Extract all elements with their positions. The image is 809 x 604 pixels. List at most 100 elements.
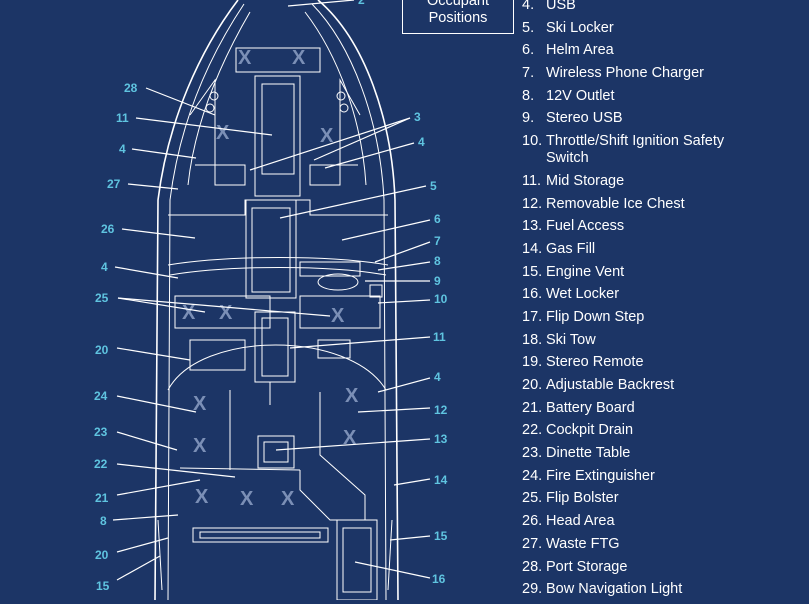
legend-number: 7. [522,65,535,82]
legend-number: 24. [522,467,543,484]
callout-label: 23 [94,425,108,439]
legend-item: 18.Ski Tow [522,332,756,349]
legend-item: 24.Fire Extinguisher [522,468,756,485]
legend-number: 28. [522,558,543,575]
legend-label: Fire Extinguisher [546,467,655,484]
legend-number: 25. [522,490,543,507]
legend-number: 22. [522,422,543,439]
hull-outline [154,0,399,600]
legend-label: Head Area [546,513,615,530]
legend-label: Stereo Remote [546,354,644,371]
legend-label: Wireless Phone Charger [546,65,704,82]
legend-item: 6.Helm Area [522,42,756,59]
legend-number: 8. [522,87,535,104]
callout-label: 8 [434,254,441,268]
mid-cockpit [167,295,387,405]
callout-label: 2 [358,0,365,7]
callout-label: 26 [101,222,115,236]
callout-label: 3 [414,110,421,124]
legend-item: 27.Waste FTG [522,536,756,553]
legend-label: Waste FTG [546,535,620,552]
legend-number: 4. [522,0,535,13]
callout-label: 22 [94,457,108,471]
legend-number: 21. [522,399,543,416]
legend-label: Battery Board [546,399,635,416]
seat-marker: X [320,125,334,147]
legend-item: 8. 12V Outlet [522,88,756,105]
seat-marker: X [219,302,233,324]
callout-label: 20 [95,343,109,357]
legend-label: Dinette Table [546,445,631,462]
callout-label: 6 [434,212,441,226]
legend-number: 12. [522,195,543,212]
callout-label: 15 [434,529,448,543]
legend-label: USB [546,0,576,13]
callout-label: 11 [116,111,129,125]
legend-item: 17.Flip Down Step [522,309,756,326]
legend-item: 28.Port Storage [522,559,756,576]
legend-number: 11. [522,172,542,189]
legend-item: 9.Stereo USB [522,110,756,127]
legend-item: 5. Ski Locker [522,20,756,37]
legend-label: Ski Locker [546,19,614,36]
legend-label: Mid Storage [546,172,625,189]
legend-item: 22.Cockpit Drain [522,422,756,439]
bow-seating [189,47,361,197]
seat-marker: X [292,47,306,69]
legend-number: 18. [522,331,543,348]
callout-label: 16 [432,572,446,586]
legend-item: 11.Mid Storage [522,173,756,190]
legend-label: Bow Navigation Light [546,581,683,598]
occupant-box-line: Positions [428,10,488,26]
callout-label: 10 [434,292,448,306]
callout-label: 4 [101,260,108,274]
legend-number: 27. [522,535,543,552]
callout-label: 15 [96,579,110,593]
legend-label: Flip Bolster [546,490,619,507]
seat-marker: X [343,427,357,449]
callout-label: 4 [119,142,126,156]
seat-marker: X [238,47,252,69]
right-callouts: 3 4 5 6 7 8 9 10 11 4 12 13 14 15 16 [249,110,448,586]
legend-label: Port Storage [546,558,628,575]
callout-label: 8 [100,514,107,528]
aft-cockpit [157,390,393,600]
occupant-box-line: Occupant [426,0,490,9]
legend-label: Removable Ice Chest [546,195,685,212]
legend-number: 13. [522,218,543,235]
seat-marker: X [216,122,230,144]
feature-legend: 4. USB 5. Ski Locker 6.Helm Area 7. Wireless P… [522,0,756,604]
legend-item: 25.Flip Bolster [522,490,756,507]
legend-item: 26.Head Area [522,513,756,530]
seat-marker: X [240,488,254,510]
legend-label: Throttle/Shift Ignition Safety Switch [546,133,725,167]
legend-number: 29. [522,581,543,598]
callout-label: 20 [95,548,109,562]
callout-label: 11 [433,330,446,344]
legend-number: 23. [522,445,543,462]
legend-item: 29.Bow Navigation Light [522,581,756,598]
callout-label: 7 [434,234,441,248]
legend-item: 13.Fuel Access [522,218,756,235]
legend-label: Stereo USB [546,110,623,127]
legend-number: 5. [522,19,535,36]
seat-markers: X X X X X X X X X X X X X X [182,47,359,510]
legend-label: 12V Outlet [546,87,615,104]
legend-number: 14. [522,240,543,257]
legend-number: 16. [522,286,543,303]
seat-marker: X [345,385,359,407]
legend-number: 19. [522,354,543,371]
legend-number: 20. [522,377,543,393]
legend-number: 6. [522,42,535,59]
callout-label: 25 [95,291,109,305]
seat-marker: X [281,488,295,510]
legend-item: 14.Gas Fill [522,241,756,258]
callout-label: 5 [430,179,437,193]
legend-label: Flip Down Step [546,308,645,325]
seat-marker: X [193,393,207,415]
legend-item: 10.Throttle/Shift Ignition Safety Switch [522,133,756,167]
legend-item: 16.Wet Locker [522,286,756,303]
legend-item: 12.Removable Ice Chest [522,196,756,213]
legend-item: 23.Dinette Table [522,445,756,462]
